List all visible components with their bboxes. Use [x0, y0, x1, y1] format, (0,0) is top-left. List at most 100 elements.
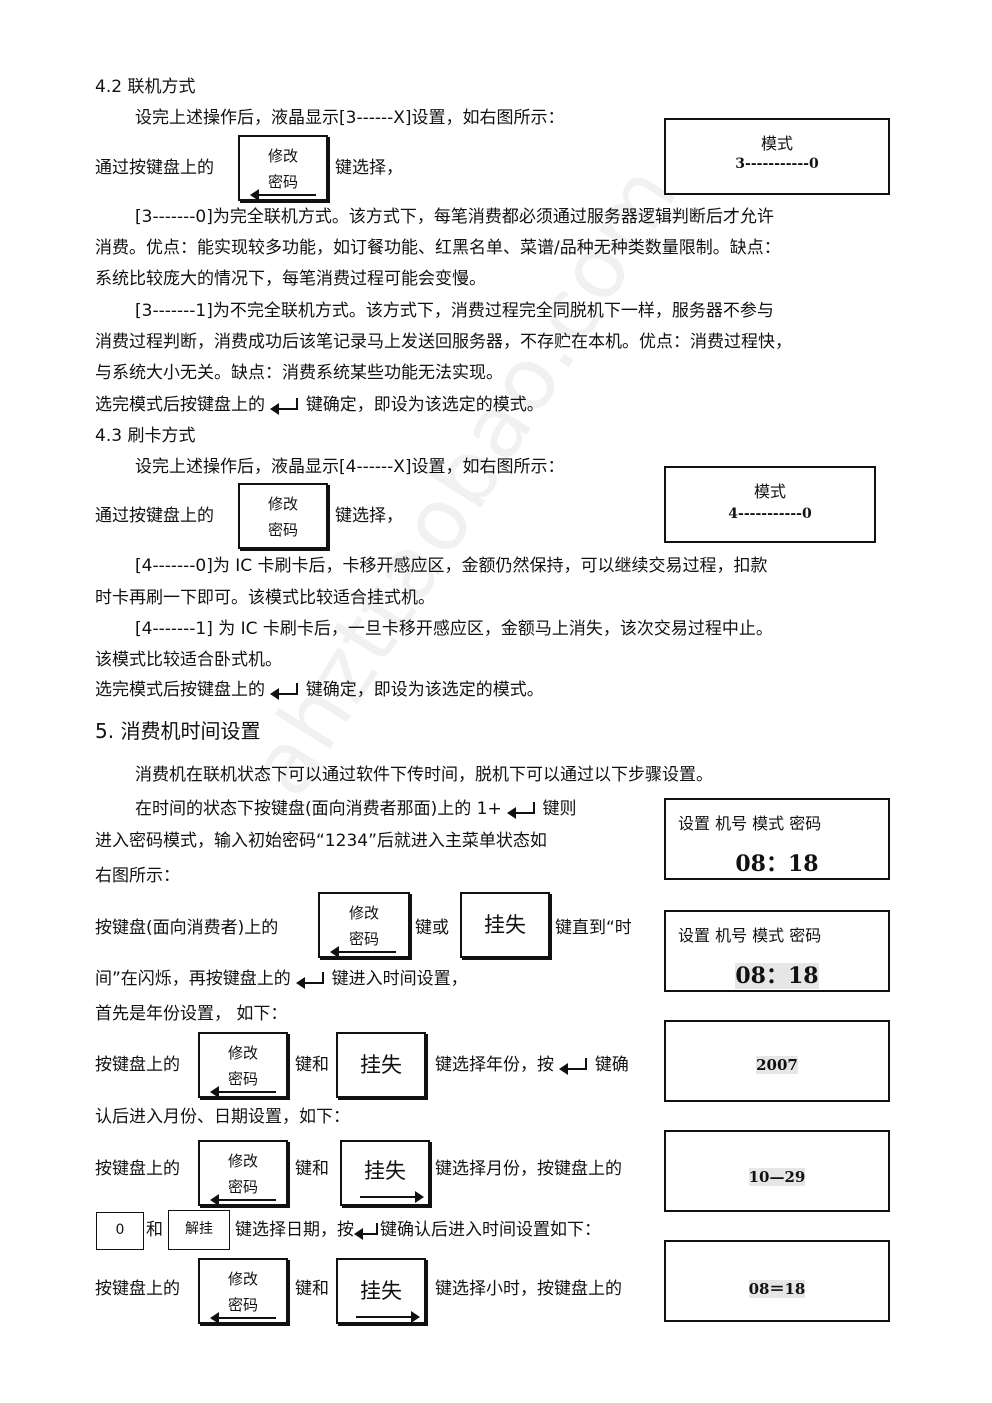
modify-password-key: 修改 密码 — [318, 892, 410, 958]
report-lost-key: 挂失 — [336, 1258, 426, 1324]
sec43-para1: 设完上述操作后，液晶显示[4------X]设置，如右图所示： — [135, 457, 565, 477]
sec5-step2-c: 键直到“时 — [555, 918, 632, 938]
sec43-para2-a: 通过按键盘上的 — [95, 506, 214, 526]
confirm-text-b: 键确定，即设为该选定的模式。 — [305, 395, 544, 415]
key-label-line2: 密码 — [348, 930, 379, 948]
arrow-right-icon — [356, 1311, 420, 1323]
sec5-step2-a: 按键盘(面向消费者)上的 — [95, 918, 279, 938]
key-label-line1: 修改 — [267, 495, 298, 513]
sec42-opt0-line3: 系统比较庞大的情况下，每笔消费过程可能会变慢。 — [95, 269, 486, 289]
modify-password-key: 修改 密码 — [198, 1032, 288, 1098]
confirm-text-a: 选完模式后按键盘上的 — [95, 395, 265, 415]
sec43-opt1-line1: [4-------1] 为 IC 卡刷卡后，一旦卡移开感应区，金额马上消失，该次… — [135, 619, 773, 639]
sec43-para2-b: 键选择， — [335, 506, 403, 526]
modify-password-key: 修改 密码 — [198, 1140, 288, 1206]
arrow-left-icon — [210, 1312, 276, 1324]
arrow-left-icon — [210, 1086, 276, 1098]
year-value: 2007 — [756, 1056, 798, 1074]
step3-text-a: 间”在闪烁，再按键盘上的 — [95, 969, 291, 989]
key-label-line2: 密码 — [267, 173, 298, 191]
lcd-main-menu: 设置 机号 模式 密码 08：18 — [664, 798, 890, 880]
sec5-step8-b: 和 — [146, 1220, 163, 1240]
sec43-confirm: 选完模式后按键盘上的 键确定，即设为该选定的模式。 — [95, 679, 544, 701]
sec5-step4: 首先是年份设置， 如下： — [95, 1004, 288, 1024]
sec42-opt1-line2: 消费过程判断，消费成功后该笔记录马上发送回服务器，不存贮在本机。优点：消费过程快… — [95, 332, 792, 352]
lcd-display-mode-4: 模式 4-----------0 — [664, 466, 876, 543]
key-label-line1: 修改 — [227, 1044, 258, 1062]
sec42-para2-a: 通过按键盘上的 — [95, 158, 214, 178]
sec42-confirm: 选完模式后按键盘上的 键确定，即设为该选定的模式。 — [95, 394, 544, 416]
enter-key-icon — [270, 682, 300, 700]
lcd-time: 08＝18 — [664, 1240, 890, 1322]
lcd-caption: 模式 — [760, 134, 793, 153]
sec5-step1-line3: 右图所示： — [95, 866, 180, 886]
sec42-para1: 设完上述操作后，液晶显示[3------X]设置，如右图所示： — [135, 108, 565, 128]
key-label-line2: 密码 — [227, 1070, 258, 1088]
sec5-step5-c: 键选择年份，按 键确 — [435, 1054, 629, 1076]
lcd-year: 2007 — [664, 1020, 890, 1102]
arrow-left-icon — [210, 1194, 276, 1206]
month-day-value: 10—29 — [748, 1168, 806, 1186]
lcd-month-day-value: 10—29 — [666, 1168, 888, 1186]
sec5-step9-c: 键选择小时，按键盘上的 — [435, 1279, 622, 1299]
key-label-line2: 密码 — [227, 1296, 258, 1314]
confirm-text-b: 键确定，即设为该选定的模式。 — [305, 680, 544, 700]
modify-password-key: 修改 密码 — [238, 483, 328, 549]
report-lost-key: 挂失 — [340, 1140, 430, 1206]
lcd-year-value: 2007 — [666, 1056, 888, 1074]
zero-key: 0 — [96, 1212, 144, 1250]
step3-text-b: 键进入时间设置， — [331, 969, 468, 989]
key-label-line2: 密码 — [227, 1178, 258, 1196]
arrow-right-icon — [360, 1191, 424, 1203]
sec5-step9-b: 键和 — [295, 1279, 329, 1299]
key-label: 挂失 — [360, 1279, 402, 1303]
key-label-line1: 修改 — [348, 904, 379, 922]
step5-text-d: 键确 — [594, 1055, 629, 1075]
enter-key-icon — [296, 971, 326, 989]
lcd-menu-items: 设置 机号 模式 密码 — [678, 814, 822, 833]
key-label-line1: 修改 — [227, 1270, 258, 1288]
lcd-time-value: 08＝18 — [666, 1278, 888, 1299]
sec5-step7-a: 按键盘上的 — [95, 1159, 180, 1179]
modify-password-key: 修改 密码 — [198, 1258, 288, 1324]
sec5-step3: 间”在闪烁，再按键盘上的 键进入时间设置， — [95, 968, 468, 990]
sec5-step8-c: 键选择日期，按键确认后进入时间设置如下： — [235, 1219, 601, 1241]
enter-key-icon — [354, 1222, 380, 1240]
lcd-clock-highlighted: 08：18 — [666, 958, 888, 990]
enter-key-icon — [507, 801, 537, 819]
section-5-title: 5. 消费机时间设置 — [95, 719, 261, 743]
sec42-para2-b: 键选择， — [335, 158, 403, 178]
sec43-opt0-line2: 时卡再刷一下即可。该模式比较适合挂式机。 — [95, 588, 435, 608]
lcd-menu-items: 设置 机号 模式 密码 — [678, 926, 822, 945]
key-label-line1: 修改 — [267, 147, 298, 165]
sec5-step7-c: 键选择月份，按键盘上的 — [435, 1159, 622, 1179]
sec42-opt0-line1: [3-------0]为完全联机方式。该方式下，每笔消费都必须通过服务器逻辑判断… — [135, 207, 774, 227]
sec43-opt1-line2: 该模式比较适合卧式机。 — [95, 650, 282, 670]
sec42-opt0-line2: 消费。优点：能实现较多功能，如订餐功能、红黑名单、菜谱/品种无种类数量限制。缺点… — [95, 238, 781, 258]
unlock-key: 解挂 — [168, 1210, 230, 1250]
enter-key-icon — [270, 397, 300, 415]
step8-text-d: 键确认后进入时间设置如下： — [380, 1220, 601, 1240]
lcd-value: 3-----------0 — [735, 156, 819, 172]
lcd-clock: 08：18 — [735, 851, 819, 877]
section-4-3-title: 4.3 刷卡方式 — [95, 426, 196, 446]
clock-value: 08：18 — [735, 963, 819, 989]
step1-text-a: 在时间的状态下按键盘(面向消费者那面)上的 1+ — [135, 799, 502, 819]
lcd-main-menu-highlight: 设置 机号 模式 密码 08：18 — [664, 910, 890, 992]
key-label: 挂失 — [364, 1159, 406, 1183]
sec42-opt1-line1: [3-------1]为不完全联机方式。该方式下，消费过程完全同脱机下一样，服务… — [135, 301, 774, 321]
confirm-text-a: 选完模式后按键盘上的 — [95, 680, 265, 700]
key-label: 挂失 — [360, 1053, 402, 1077]
key-label: 挂失 — [484, 913, 526, 937]
sec5-step1-line2: 进入密码模式，输入初始密码“1234”后就进入主菜单状态如 — [95, 831, 547, 851]
enter-key-icon — [559, 1057, 589, 1075]
report-lost-key: 挂失 — [460, 892, 550, 958]
arrow-left-icon — [250, 189, 316, 201]
sec5-step2-b: 键或 — [415, 918, 449, 938]
sec5-step5-a: 按键盘上的 — [95, 1055, 180, 1075]
lcd-value: 4-----------0 — [728, 506, 812, 522]
modify-password-key: 修改 密码 — [238, 135, 328, 201]
section-4-2-title: 4.2 联机方式 — [95, 77, 196, 97]
lcd-month-day: 10—29 — [664, 1130, 890, 1212]
sec42-opt1-line3: 与系统大小无关。缺点：消费系统某些功能无法实现。 — [95, 363, 503, 383]
